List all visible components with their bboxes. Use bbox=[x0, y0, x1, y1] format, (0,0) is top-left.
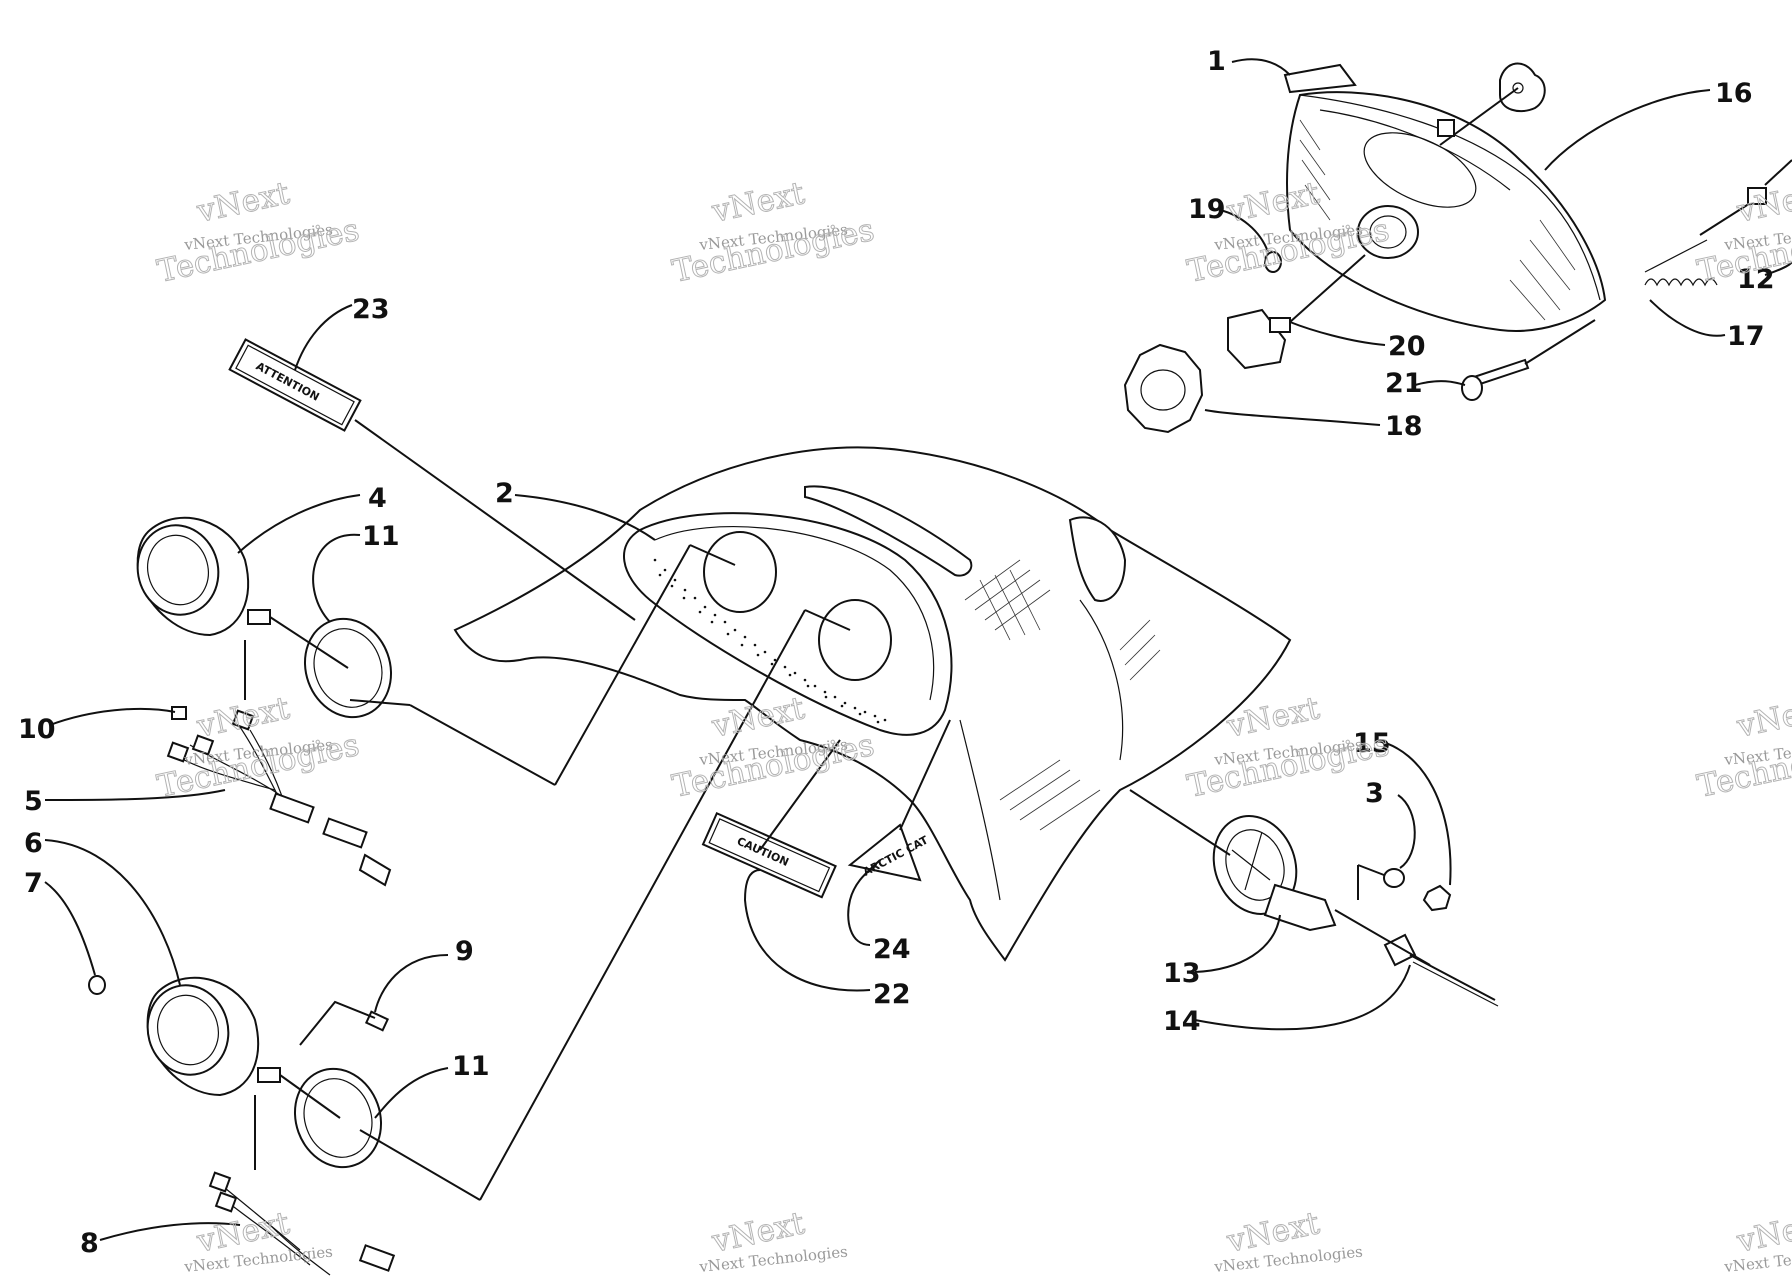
gauge-lower bbox=[146, 976, 281, 1097]
watermark-1: vNext vNext Technologies Technologies bbox=[154, 175, 363, 291]
svg-text:Technologies: Technologies bbox=[154, 727, 362, 805]
watermark-4: vNext vNext Technologies Technologies bbox=[1694, 175, 1792, 291]
svg-text:vNext: vNext bbox=[708, 175, 808, 230]
callout-24: 24 bbox=[873, 934, 911, 965]
callout-17: 17 bbox=[1727, 321, 1765, 352]
watermark-12: vNext vNext Technologies bbox=[1723, 1205, 1792, 1276]
callout-22: 22 bbox=[873, 979, 911, 1010]
callout-numbers: 1 2 3 4 5 6 7 8 9 10 11 11 12 13 14 15 1… bbox=[18, 46, 1775, 1259]
indicator-bulb-7 bbox=[88, 975, 106, 995]
callout-11-upper: 11 bbox=[362, 521, 400, 552]
callout-6: 6 bbox=[24, 828, 43, 859]
callout-2: 2 bbox=[495, 478, 514, 509]
callout-18: 18 bbox=[1385, 411, 1423, 442]
callout-13: 13 bbox=[1163, 958, 1201, 989]
leader-lines bbox=[44, 58, 1792, 1241]
gauge-upper bbox=[136, 516, 271, 637]
svg-text:vNext: vNext bbox=[193, 175, 293, 230]
gauge-hole-left bbox=[703, 531, 777, 613]
callout-19: 19 bbox=[1188, 194, 1226, 225]
svg-text:vNext: vNext bbox=[193, 690, 293, 745]
svg-text:vNext: vNext bbox=[1733, 690, 1792, 745]
watermark-11: vNext vNext Technologies bbox=[1213, 1205, 1364, 1276]
callout-20: 20 bbox=[1388, 331, 1426, 362]
callout-23: 23 bbox=[352, 294, 390, 325]
indicator-bulb-9 bbox=[364, 1010, 390, 1032]
headlight-housing bbox=[1286, 91, 1607, 332]
hood-panel bbox=[453, 446, 1292, 962]
decal-caution: CAUTION bbox=[701, 811, 837, 899]
callout-10: 10 bbox=[18, 714, 56, 745]
wiring-harness-upper bbox=[166, 706, 392, 887]
callout-12: 12 bbox=[1737, 264, 1775, 295]
callout-8: 8 bbox=[80, 1228, 99, 1259]
callout-11-lower: 11 bbox=[452, 1051, 490, 1082]
bezel-ring-lower bbox=[293, 1067, 383, 1169]
callout-1: 1 bbox=[1207, 46, 1226, 77]
nut-15 bbox=[1422, 884, 1452, 912]
svg-text:vNext: vNext bbox=[1733, 175, 1792, 230]
part-1-tab bbox=[1283, 63, 1357, 94]
knob-assembly bbox=[1212, 815, 1337, 932]
svg-text:Technologies: Technologies bbox=[154, 212, 362, 290]
watermark-2: vNext vNext Technologies Technologies bbox=[669, 175, 878, 291]
svg-text:Technologies: Technologies bbox=[669, 727, 877, 805]
callout-15: 15 bbox=[1353, 728, 1391, 759]
cable-14 bbox=[1383, 933, 1499, 1007]
callout-5: 5 bbox=[24, 786, 43, 817]
callout-21: 21 bbox=[1385, 368, 1423, 399]
washer-3 bbox=[1383, 868, 1405, 888]
headlight-assembly bbox=[1123, 62, 1792, 434]
gauge-hole-right bbox=[818, 599, 892, 681]
callout-14: 14 bbox=[1163, 1006, 1201, 1037]
decal-attention: ATTENTION bbox=[228, 338, 362, 432]
svg-text:Technologies: Technologies bbox=[1184, 727, 1392, 805]
callout-16: 16 bbox=[1715, 78, 1753, 109]
callout-9: 9 bbox=[455, 936, 474, 967]
svg-text:Technologies: Technologies bbox=[669, 212, 877, 290]
decal-brand: ARCTIC CAT bbox=[847, 823, 931, 882]
callout-3: 3 bbox=[1365, 778, 1384, 809]
wiring-harness-lower bbox=[208, 1171, 396, 1276]
watermark-9: vNext vNext Technologies bbox=[183, 1205, 334, 1276]
hood-vent bbox=[804, 485, 973, 577]
watermark-10: vNext vNext Technologies bbox=[698, 1205, 849, 1276]
adjuster-spring bbox=[1644, 239, 1718, 287]
callout-4: 4 bbox=[368, 483, 387, 514]
callout-7: 7 bbox=[24, 868, 43, 899]
part-19-clip bbox=[1264, 251, 1282, 273]
watermark-8: vNext vNext Technologies Technologies bbox=[1694, 690, 1792, 806]
bulb-socket-ring bbox=[1357, 205, 1419, 259]
retaining-ring bbox=[1123, 343, 1204, 434]
